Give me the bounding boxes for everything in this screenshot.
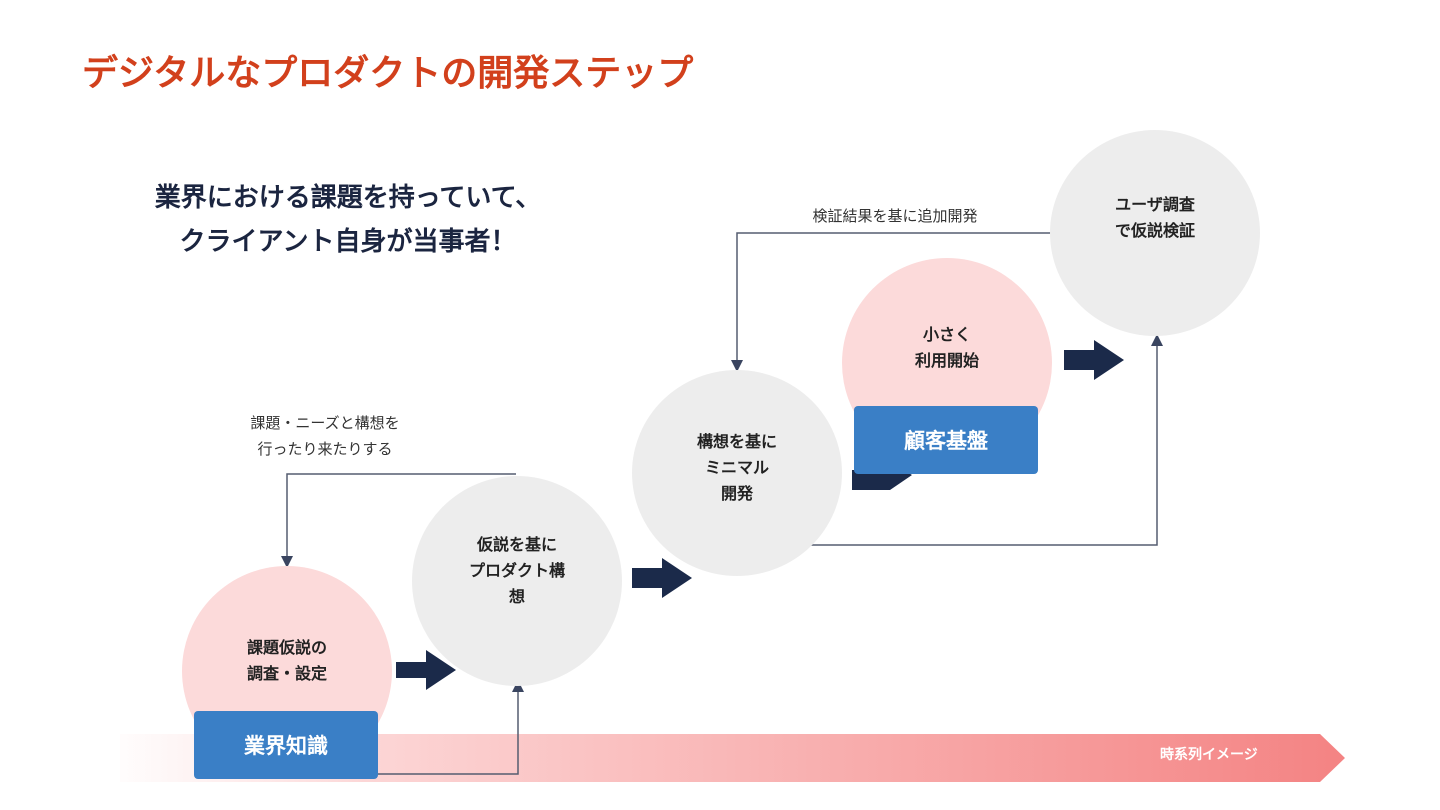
step-4-tag: 顧客基盤: [854, 406, 1038, 474]
subtitle: 業界における課題を持っていて、 クライアント自身が当事者！: [108, 176, 588, 264]
page-title: デジタルなプロダクトの開発ステップ: [82, 53, 694, 94]
step-5-circle: ユーザ調査 で仮説検証: [1050, 130, 1260, 336]
connector-tag1-to-step2: [378, 680, 524, 775]
step-2-circle: 仮説を基に プロダクト構 想: [412, 476, 622, 686]
loop-connector-1: [281, 473, 516, 568]
step-1-label: 課題仮説の 調査・設定: [246, 638, 327, 683]
step-3-circle: 構想を基に ミニマル 開発: [632, 370, 842, 576]
timeline-arrow: [120, 734, 1345, 782]
subtitle-line-1: 業界における課題を持っていて、: [154, 183, 542, 213]
step-arrow-2: [632, 558, 692, 598]
loop-note-1: 課題・ニーズと構想を 行ったり来たりする: [250, 414, 400, 458]
step-2-label: 仮説を基に プロダクト構 想: [468, 535, 565, 606]
loop-note-2: 検証結果を基に追加開発: [812, 207, 978, 225]
step-arrow-4: [1064, 340, 1124, 380]
step-3-label: 構想を基に ミニマル 開発: [696, 432, 777, 503]
step-4-label: 小さく 利用開始: [914, 325, 979, 370]
connector-step3-to-step5: [810, 334, 1163, 546]
loop-connector-2: [731, 232, 1052, 372]
step-5-label: ユーザ調査 で仮説検証: [1114, 195, 1195, 240]
timeline-label: 時系列イメージ: [1160, 747, 1258, 763]
step-arrow-1: [396, 650, 456, 690]
step-1-tag: 業界知識: [194, 711, 378, 779]
subtitle-line-2: クライアント自身が当事者！: [179, 227, 517, 257]
